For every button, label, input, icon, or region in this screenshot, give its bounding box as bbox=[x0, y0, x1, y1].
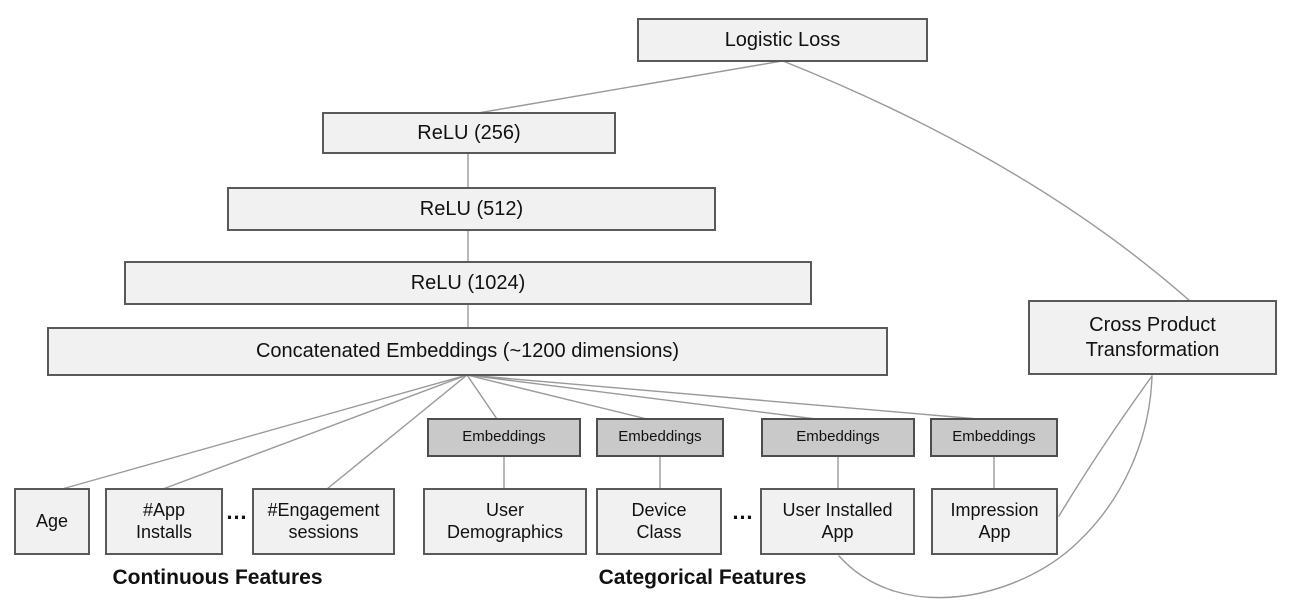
edge-logistic-to-cross-product bbox=[782, 60, 1191, 302]
group-label-categorical-features: Categorical Features bbox=[598, 566, 807, 589]
node-impression-app: Impression App bbox=[931, 488, 1058, 555]
group-label-continuous-features: Continuous Features bbox=[112, 566, 323, 589]
ellipsis-continuous: … bbox=[225, 499, 249, 524]
node-logistic-loss: Logistic Loss bbox=[637, 18, 928, 62]
edge-concat-to-embeddings-2 bbox=[466, 374, 648, 420]
edge-cross-product-to-impression-app bbox=[1058, 375, 1153, 517]
node-relu-512: ReLU (512) bbox=[227, 187, 716, 231]
edge-logistic-to-relu256 bbox=[477, 60, 783, 114]
edge-concat-to-engagement bbox=[326, 374, 468, 490]
node-embeddings-4: Embeddings bbox=[930, 418, 1058, 457]
ellipsis-categorical: … bbox=[731, 499, 755, 524]
node-user-demographics: User Demographics bbox=[423, 488, 587, 555]
edge-concat-to-embeddings-1 bbox=[466, 374, 498, 420]
edge-concat-to-age bbox=[61, 374, 468, 490]
node-embeddings-2: Embeddings bbox=[596, 418, 724, 457]
node-embeddings-1: Embeddings bbox=[427, 418, 581, 457]
node-device-class: Device Class bbox=[596, 488, 722, 555]
edge-concat-to-app-installs bbox=[162, 374, 468, 490]
node-user-installed-app: User Installed App bbox=[760, 488, 915, 555]
node-app-installs: #App Installs bbox=[105, 488, 223, 555]
node-cross-product-transformation: Cross Product Transformation bbox=[1028, 300, 1277, 375]
node-relu-1024: ReLU (1024) bbox=[124, 261, 812, 305]
node-relu-256: ReLU (256) bbox=[322, 112, 616, 154]
edge-concat-to-embeddings-3 bbox=[466, 374, 817, 420]
node-engagement-sessions: #Engagement sessions bbox=[252, 488, 395, 555]
edge-cross-product-to-user-installed-app bbox=[838, 375, 1153, 599]
node-embeddings-3: Embeddings bbox=[761, 418, 915, 457]
edge-concat-to-embeddings-4 bbox=[466, 374, 979, 420]
node-age: Age bbox=[14, 488, 90, 555]
node-concatenated-embeddings: Concatenated Embeddings (~1200 dimension… bbox=[47, 327, 888, 376]
